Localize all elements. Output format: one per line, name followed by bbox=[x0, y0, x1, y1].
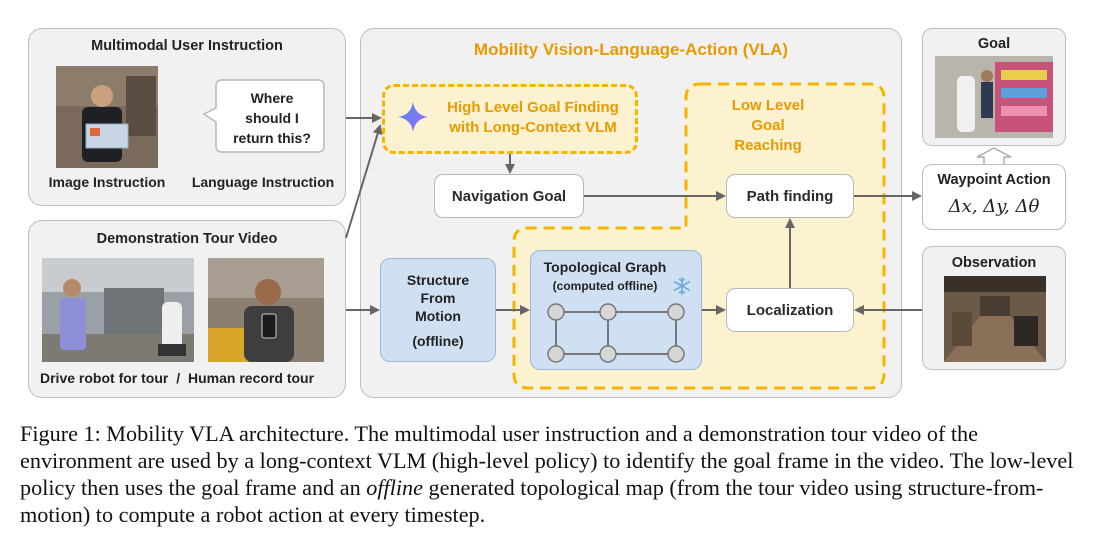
speech-bubble: Where should I return this? bbox=[200, 74, 328, 158]
path-finding-box: Path finding bbox=[726, 174, 854, 218]
image-instruction-label: Image Instruction bbox=[48, 174, 166, 190]
graph-node bbox=[547, 345, 565, 363]
graph-node bbox=[599, 345, 617, 363]
drive-robot-caption: Drive robot for tour bbox=[40, 370, 169, 386]
drive-robot-photo bbox=[42, 258, 194, 362]
vla-title: Mobility Vision-Language-Action (VLA) bbox=[473, 40, 789, 59]
navigation-goal-box: Navigation Goal bbox=[434, 174, 584, 218]
goal-title: Goal bbox=[977, 36, 1011, 52]
gemini-icon bbox=[396, 100, 430, 134]
topo-graph-title: Topological Graph bbox=[543, 259, 667, 275]
sfm-title: Structure From Motion bbox=[406, 272, 470, 324]
waypoint-panel bbox=[922, 164, 1066, 230]
language-instruction-label: Language Instruction bbox=[191, 174, 335, 190]
high-level-box bbox=[382, 84, 638, 154]
caption-part2: generated topological map (from the tour… bbox=[20, 475, 1044, 527]
sfm-box: Structure From Motion (offline) bbox=[380, 258, 496, 362]
high-level-text: High Level Goal Finding with Long-Contex… bbox=[447, 99, 619, 136]
figure-caption: Figure 1: Mobility VLA architecture. The… bbox=[20, 420, 1090, 528]
waypoint-formula: Δx, Δy, Δθ bbox=[948, 196, 1040, 217]
image-instruction-photo bbox=[56, 66, 158, 168]
graph-node bbox=[599, 303, 617, 321]
caption-separator: / bbox=[176, 370, 181, 386]
snowflake-icon bbox=[672, 276, 692, 296]
multimodal-instruction-title: Multimodal User Instruction bbox=[91, 38, 283, 54]
low-level-title: Low Level Goal Reaching bbox=[731, 97, 805, 154]
graph-node bbox=[667, 303, 685, 321]
human-record-caption: Human record tour bbox=[188, 370, 315, 386]
graph-node bbox=[547, 303, 565, 321]
goal-photo bbox=[935, 56, 1053, 138]
waypoint-title: Waypoint Action bbox=[937, 172, 1051, 188]
caption-italic: offline bbox=[366, 475, 423, 500]
demo-tour-captions: Drive robot for tour / Human record tour bbox=[40, 370, 340, 386]
graph-node bbox=[667, 345, 685, 363]
bubble-text: Where should I return this? bbox=[233, 90, 311, 146]
human-record-photo bbox=[208, 258, 324, 362]
sfm-offline: (offline) bbox=[412, 333, 464, 349]
observation-photo bbox=[944, 276, 1046, 362]
caption-part1: Figure 1: Mobility VLA architecture. The… bbox=[20, 421, 1074, 500]
observation-title: Observation bbox=[951, 255, 1037, 271]
topo-graph-diagram bbox=[547, 303, 685, 363]
demo-tour-title: Demonstration Tour Video bbox=[96, 231, 278, 247]
localization-box: Localization bbox=[726, 288, 854, 332]
topo-graph-subtitle: (computed offline) bbox=[552, 279, 658, 293]
